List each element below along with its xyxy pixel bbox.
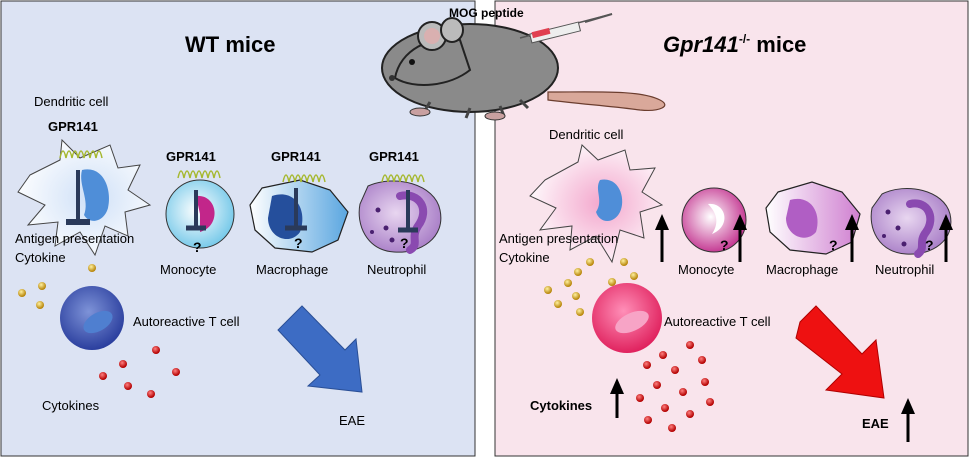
wt-dendritic-label: Dendritic cell	[34, 94, 109, 109]
wt-red-cytokine-dots	[99, 346, 180, 398]
ko-title-gene: Gpr141	[663, 32, 739, 57]
ko-dc-up-arrow	[655, 214, 669, 262]
wt-dc-gpr141-label: GPR141	[48, 119, 98, 134]
ko-cytokine-label: Cytokine	[499, 250, 550, 265]
ko-eae-arrow	[795, 305, 885, 399]
ko-t-cell	[592, 283, 662, 353]
ko-neutrophil-label: Neutrophil	[875, 262, 934, 277]
ko-macrophage-up-arrow	[845, 214, 859, 262]
wt-macrophage	[249, 174, 349, 253]
wt-monocyte-label: Monocyte	[160, 262, 216, 277]
ko-dendritic-label: Dendritic cell	[549, 127, 624, 142]
ko-title: Gpr141-/- mice	[663, 32, 806, 57]
ko-macrophage	[765, 181, 861, 255]
wt-eae-label: EAE	[339, 413, 365, 428]
ko-eae-up-arrow	[901, 398, 915, 442]
ko-cytokines-label: Cytokines	[530, 398, 592, 413]
wt-dendritic-cell	[17, 138, 152, 257]
ko-neutrophil	[870, 187, 952, 258]
ko-tcell-label: Autoreactive T cell	[664, 314, 771, 329]
mouse-illustration	[381, 17, 666, 121]
ko-red-cytokine-dots	[636, 341, 714, 432]
wt-t-cell	[60, 286, 124, 350]
ko-macrophage-question: ?	[829, 237, 838, 253]
wt-title: WT mice	[185, 32, 275, 57]
wt-neutrophil-label: Neutrophil	[367, 262, 426, 277]
mog-peptide-label: MOG peptide	[449, 6, 524, 20]
wt-antigen-label: Antigen presentation	[15, 231, 134, 246]
ko-eae-label: EAE	[862, 416, 889, 431]
ko-cytokines-up-arrow	[610, 378, 624, 418]
ko-monocyte-up-arrow	[733, 214, 747, 262]
wt-monocyte	[165, 170, 235, 249]
ko-monocyte	[681, 187, 747, 253]
ko-title-sup: -/-	[739, 32, 750, 46]
wt-eae-arrow	[277, 305, 363, 393]
ko-neutrophil-question: ?	[925, 237, 934, 253]
wt-neutrophil	[358, 174, 442, 254]
wt-monocyte-gpr141-label: GPR141	[166, 149, 216, 164]
wt-macrophage-gpr141-label: GPR141	[271, 149, 321, 164]
ko-monocyte-question: ?	[720, 237, 729, 253]
ko-macrophage-label: Macrophage	[766, 262, 838, 277]
syringe-icon	[519, 13, 613, 44]
wt-cytokines-label: Cytokines	[42, 398, 100, 413]
ko-monocyte-label: Monocyte	[678, 262, 734, 277]
wt-cytokine-label: Cytokine	[15, 250, 66, 265]
ko-antigen-label: Antigen presentation	[499, 231, 618, 246]
ko-cytokine-dots	[544, 258, 638, 316]
wt-neutrophil-question: ?	[400, 235, 409, 251]
wt-tcell-label: Autoreactive T cell	[133, 314, 240, 329]
wt-monocyte-question: ?	[193, 239, 202, 255]
ko-title-rest: mice	[750, 32, 806, 57]
ko-dendritic-cell	[529, 144, 664, 264]
ko-neutrophil-up-arrow	[939, 214, 953, 262]
wt-cytokine-dots	[18, 264, 96, 309]
wt-macrophage-question: ?	[294, 235, 303, 251]
wt-macrophage-label: Macrophage	[256, 262, 328, 277]
wt-neutrophil-gpr141-label: GPR141	[369, 149, 419, 164]
